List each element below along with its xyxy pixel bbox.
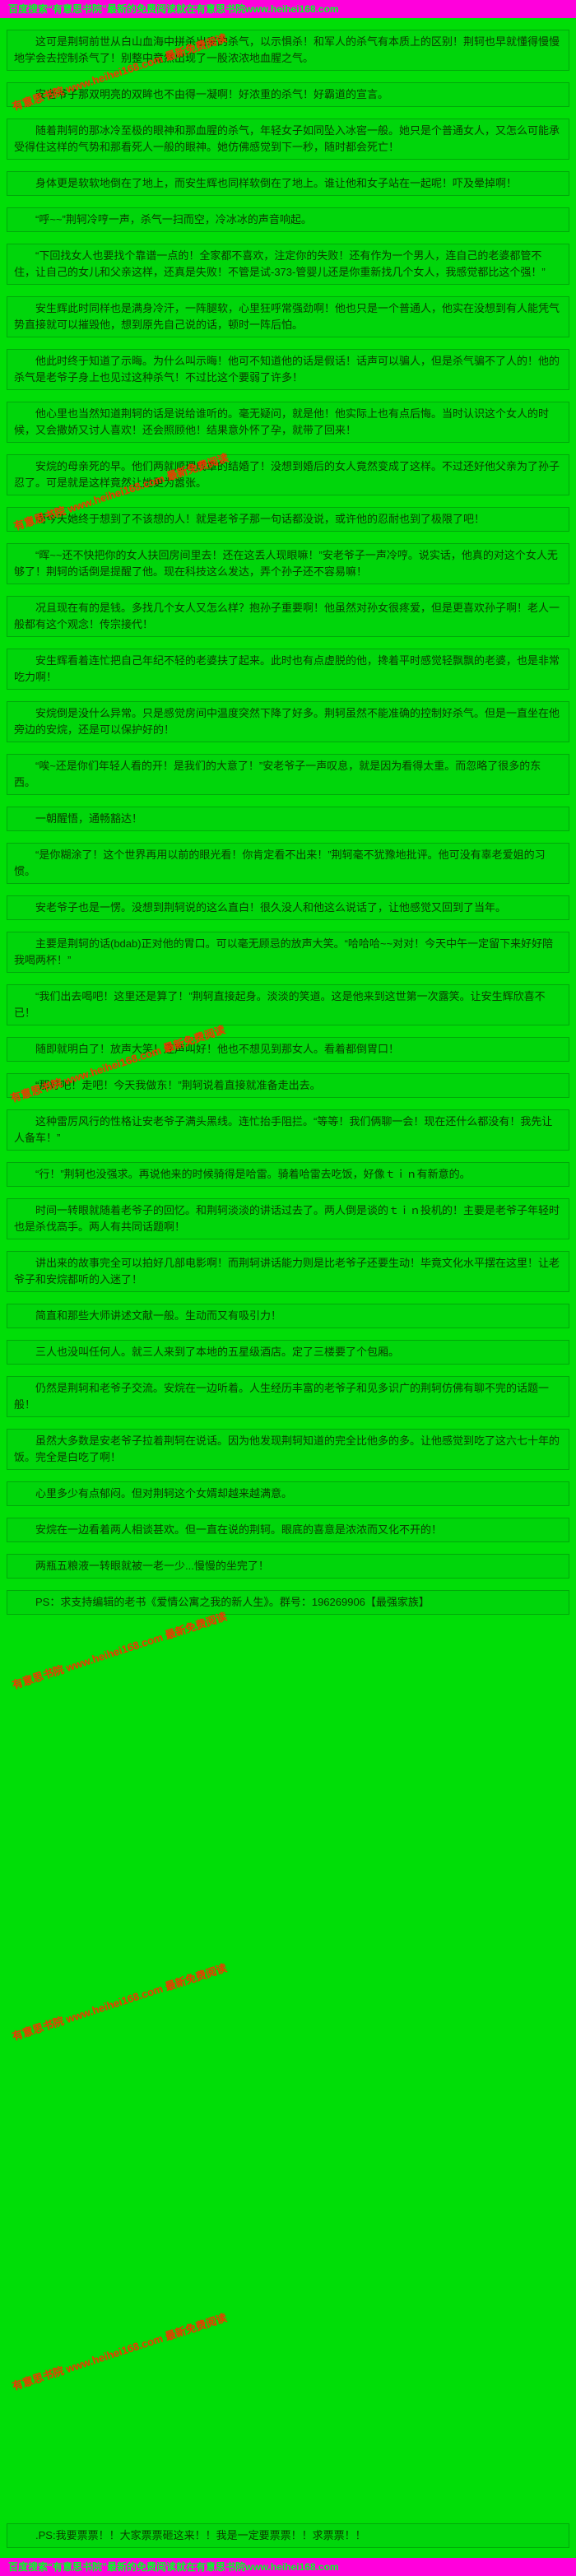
paragraph: 虽然大多数是安老爷子拉着荆轲在说话。因为他发现荆轲知道的完全比他多的多。让他感觉… — [7, 1429, 569, 1470]
paragraph: 他此时终于知道了示晦。为什么叫示晦！他可不知道他的话是假话！话声可以骗人，但是杀… — [7, 349, 569, 390]
paragraph: 两瓶五粮液一转眼就被一老一少...慢慢的坐完了！ — [7, 1554, 569, 1579]
paragraph: 随即就明白了！放声大笑！连声叫好！他也不想见到那女人。看着都倒胃口！ — [7, 1037, 569, 1062]
paragraph: 三人也没叫任何人。就三人来到了本地的五星级酒店。定了三楼要了个包厢。 — [7, 1340, 569, 1365]
paragraph: 时间一转眼就随着老爷子的回忆。和荆轲淡淡的讲话过去了。两人倒是谈的ｔｉｎ投机的！… — [7, 1198, 569, 1239]
top-site-banner[interactable]: 百度搜索“有意思书院”最新的免费阅读就在有意思书院www.heihei168.c… — [0, 0, 576, 18]
paragraph: 安生辉看着连忙把自己年纪不轻的老婆扶了起来。此时也有点虚脱的他，搀着平时感觉轻飘… — [7, 649, 569, 690]
paragraph: 他心里也当然知道荆轲的话是说给谁听的。毫无疑问，就是他！他实际上也有点后悔。当时… — [7, 402, 569, 443]
paragraph: 安老爷子那双明亮的双眸也不由得一凝啊！好浓重的杀气！好霸道的宣言。 — [7, 82, 569, 107]
paragraph: “我们出去喝吧！这里还是算了！”荆轲直接起身。淡淡的笑道。这是他来到这世第一次露… — [7, 984, 569, 1025]
bottom-note: .PS:我要票票！！大家票票砸这来！！我是一定要票票！！求票票！！ — [7, 2523, 569, 2548]
paragraph: “晖~~还不快把你的女人扶回房间里去！还在这丢人现眼嘛！”安老爷子一声冷哼。说实… — [7, 543, 569, 584]
paragraph: 安生辉此时同样也是满身冷汗，一阵腿软，心里狂呼常强劲啊！他也只是一个普通人，他实… — [7, 296, 569, 337]
paragraph: 仍然是荆轲和老爷子交流。安烷在一边听着。人生经历丰富的老爷子和见多识广的荆轲仿佛… — [7, 1376, 569, 1417]
bottom-site-banner[interactable]: 百度搜索“有意思书院”最新的免费阅读就在有意思书院www.heihei168.c… — [0, 2558, 576, 2576]
paragraph: 身体更是软软地倒在了地上，而安生辉也同样软倒在了地上。谁让他和女子站在一起呢！吓… — [7, 171, 569, 196]
paragraph: 随着荆轲的那冰冷至极的眼神和那血腥的杀气，年轻女子如同坠入冰窖一般。她只是个普通… — [7, 119, 569, 160]
novel-content: 这可是荆轲前世从白山血海中拼杀出来的杀气，以示惧杀！和军人的杀气有本质上的区别！… — [0, 18, 576, 2466]
bottom-gap — [0, 2466, 576, 2523]
paragraph: PS：求支持编辑的老书《爱情公寓之我的新人生》。群号：196269906【最强家… — [7, 1590, 569, 1615]
paragraph: 这种雷厉风行的性格让安老爷子满头黑线。连忙抬手阻拦。“等等！我们俩聊一会！现在还… — [7, 1109, 569, 1151]
paragraph: 而今天她终于想到了不该想的人！就是老爷子那一句话都没说，或许他的忍耐也到了极限了… — [7, 507, 569, 532]
paragraph: “呼~~”荆轲冷哼一声，杀气一扫而空，冷冰冰的声音响起。 — [7, 207, 569, 232]
paragraph: “下回找女人也要找个靠谱一点的！全家都不喜欢，注定你的失败！还有作为一个男人，连… — [7, 244, 569, 285]
paragraph: 安烷的母亲死的早。他们两就顺理成章的结婚了！没想到婚后的女人竟然变成了这样。不过… — [7, 454, 569, 495]
paragraph: 安老爷子也是一愣。没想到荆轲说的这么直白！很久没人和他这么说话了，让他感觉又回到… — [7, 895, 569, 920]
paragraph: 简直和那些大师讲述文献一般。生动而又有吸引力！ — [7, 1304, 569, 1328]
paragraph: “行！”荆轲也没强求。再说他来的时候骑得是哈雷。骑着哈雷去吃饭，好像ｔｉｎ有新意… — [7, 1162, 569, 1187]
paragraph: 安烷在一边看着两人相谈甚欢。但一直在说的荆轲。眼底的喜意是浓浓而又化不开的！ — [7, 1518, 569, 1542]
paragraph: “那好吧！走吧！今天我做东！”荆轲说着直接就准备走出去。 — [7, 1073, 569, 1098]
paragraph: 一朝醒悟，通畅豁达！ — [7, 807, 569, 831]
bottom-note-list: .PS:我要票票！！大家票票砸这来！！我是一定要票票！！求票票！！ — [0, 2523, 576, 2558]
paragraph: “是你糊涂了！这个世界再用以前的眼光看！你肯定看不出来！”荆轲毫不犹豫地批评。他… — [7, 843, 569, 884]
paragraph: 安烷倒是没什么异常。只是感觉房间中温度突然下降了好多。荆轲虽然不能准确的控制好杀… — [7, 701, 569, 742]
paragraph: 主要是荆轲的话(bdab)正对他的胃口。可以毫无顾忌的放声大笑。“哈哈哈~~对对… — [7, 932, 569, 973]
paragraph: 这可是荆轲前世从白山血海中拼杀出来的杀气，以示惧杀！和军人的杀气有本质上的区别！… — [7, 30, 569, 71]
paragraph: 心里多少有点郁闷。但对荆轲这个女婿却越来越满意。 — [7, 1481, 569, 1506]
paragraph: 况且现在有的是钱。多找几个女人又怎么样？抱孙子重要啊！他虽然对孙女很疼爱，但是更… — [7, 596, 569, 637]
paragraph-list: 这可是荆轲前世从白山血海中拼杀出来的杀气，以示惧杀！和军人的杀气有本质上的区别！… — [7, 30, 569, 1615]
paragraph: “唉~还是你们年轻人看的开！是我们的大意了！”安老爷子一声叹息，就是因为看得太重… — [7, 754, 569, 795]
paragraph: 讲出来的故事完全可以拍好几部电影啊！而荆轲讲话能力则是比老爷子还要生动！毕竟文化… — [7, 1251, 569, 1292]
